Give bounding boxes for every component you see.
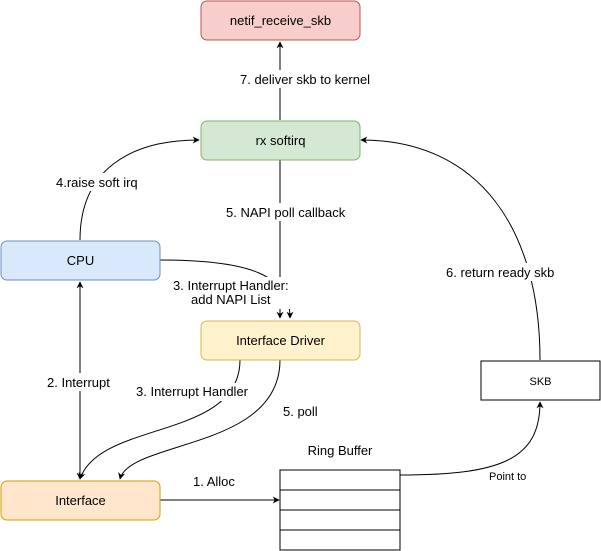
node-cpu: CPU: [0, 240, 161, 281]
node-netif-receive-skb: netif_receive_skb: [200, 0, 361, 41]
ring-buffer-slot: [279, 469, 401, 491]
label-interrupt-handler: 3. Interrupt Handler: [136, 384, 249, 399]
edge-return-ready-skb: [360, 136, 541, 361]
node-interface-driver: Interface Driver: [200, 320, 361, 361]
label-interrupt: 2. Interrupt: [47, 375, 110, 390]
netif-receive-skb-label: netif_receive_skb: [230, 13, 331, 28]
edge-raise-soft-irq: [79, 136, 200, 241]
label-poll: 5. poll: [283, 404, 318, 419]
label-deliver: 7. deliver skb to kernel: [240, 72, 370, 87]
label-return-ready-skb: 6. return ready skb: [446, 265, 554, 280]
skb-label: SKB: [529, 376, 551, 388]
ring-buffer-slot: [279, 489, 401, 511]
ring-buffer-slot: [279, 529, 401, 551]
label-raise-soft-irq: 4.raise soft irq: [56, 175, 138, 190]
label-alloc: 1. Alloc: [193, 474, 235, 489]
label-handler-add-line2: add NAPI List: [191, 292, 271, 307]
node-ring-buffer: Ring Buffer: [279, 443, 401, 551]
interface-driver-label: Interface Driver: [236, 333, 326, 348]
label-handler-add-line1: 3. Interrupt Handler:: [173, 278, 289, 293]
node-skb: SKB: [480, 360, 601, 401]
edge-poll: [118, 359, 281, 480]
ring-buffer-label: Ring Buffer: [308, 443, 373, 458]
node-rx-softirq: rx softirq: [200, 120, 361, 161]
node-interface: Interface: [0, 480, 161, 521]
label-napi-poll-callback: 5. NAPI poll callback: [226, 205, 346, 220]
edge-labels: 7. deliver skb to kernel 4.raise soft ir…: [44, 70, 568, 489]
label-point-to: Point to: [489, 471, 526, 483]
edge-point-to: [399, 401, 544, 476]
interface-label: Interface: [55, 493, 106, 508]
rx-softirq-label: rx softirq: [256, 133, 306, 148]
ring-buffer-slot: [279, 509, 401, 531]
cpu-label: CPU: [67, 253, 94, 268]
